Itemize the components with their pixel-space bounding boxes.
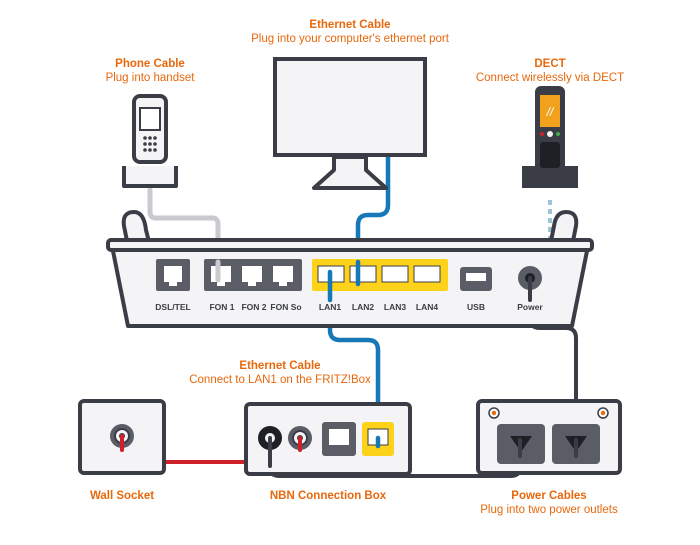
computer-monitor (273, 57, 427, 190)
port-label-power: Power (517, 302, 543, 312)
svg-text://: // (546, 105, 555, 119)
label-ethernet-nbn-title: Ethernet Cable (239, 360, 321, 372)
port-label-lan1: LAN1 (319, 302, 341, 312)
label-power-cables: Power Cables Plug into two power outlets (459, 489, 639, 517)
label-dect-sub: Connect wirelessly via DECT (475, 72, 625, 84)
label-wall-socket-title: Wall Socket (89, 490, 155, 502)
port-label-fon2: FON 2 (241, 302, 266, 312)
label-phone-cable-sub: Plug into handset (105, 72, 195, 84)
port-label-fon1: FON 1 (209, 302, 234, 312)
label-ethernet-computer-title: Ethernet Cable (309, 19, 391, 31)
label-power-cables-title: Power Cables (511, 490, 587, 502)
label-ethernet-computer: Ethernet Cable Plug into your computer's… (220, 18, 480, 46)
ethernet-cable-computer (355, 149, 391, 287)
port-label-fonso: FON So (270, 302, 301, 312)
power-outlets (476, 399, 622, 475)
label-ethernet-nbn-sub: Connect to LAN1 on the FRITZ!Box (189, 374, 371, 386)
label-dect-title: DECT (534, 58, 566, 70)
phone-handset (122, 94, 178, 188)
label-nbn-box-title: NBN Connection Box (269, 490, 387, 502)
port-label-usb: USB (467, 302, 485, 312)
label-nbn-box: NBN Connection Box (238, 489, 418, 503)
dect-handset: // (522, 86, 578, 188)
label-dect: DECT Connect wirelessly via DECT (460, 57, 640, 85)
label-phone-cable-title: Phone Cable (115, 58, 185, 70)
label-wall-socket: Wall Socket (62, 489, 182, 503)
port-label-lan2: LAN2 (352, 302, 374, 312)
label-ethernet-computer-sub: Plug into your computer's ethernet port (251, 33, 449, 45)
port-label-lan3: LAN3 (384, 302, 406, 312)
phone-cable (147, 187, 221, 283)
label-phone-cable: Phone Cable Plug into handset (80, 57, 220, 85)
port-label-dsl: DSL/TEL (155, 302, 190, 312)
port-label-lan4: LAN4 (416, 302, 438, 312)
fritzbox-router (106, 210, 594, 328)
label-power-cables-sub: Plug into two power outlets (480, 504, 618, 516)
label-ethernet-nbn: Ethernet Cable Connect to LAN1 on the FR… (160, 359, 400, 387)
ethernet-cable-nbn (327, 275, 381, 443)
